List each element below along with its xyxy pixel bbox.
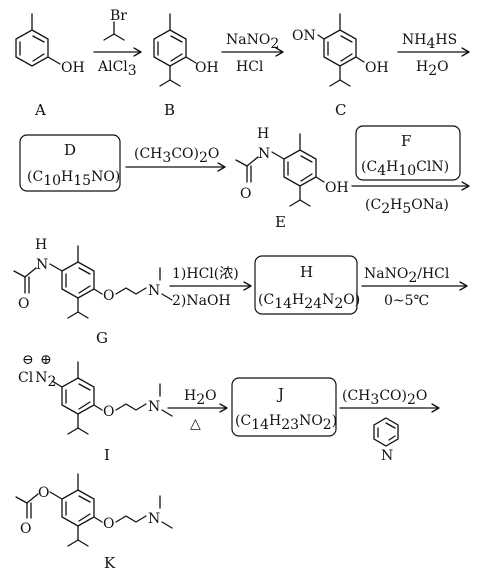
arrow-b-c: NaNO2 HCl [221, 32, 284, 75]
reagent-gh-hcl: 1)HCl(浓) [172, 266, 239, 282]
compound-i-n: N [148, 399, 160, 415]
arrow-h-i: NaNO2/HCl 0~5℃ [361, 266, 468, 309]
arrow-c-d: NH4HS H2O [397, 32, 470, 79]
reagent-ab-br: Br [110, 8, 127, 24]
compound-g-n1: N [36, 257, 48, 273]
compound-j-box: J (C14H23NO2) [231, 377, 337, 437]
compound-c-on: ON [292, 28, 316, 44]
compound-f-formula: (C4H10ClN) [361, 159, 449, 179]
pyridine-n: N [381, 448, 393, 464]
compound-g-o2: O [103, 288, 114, 304]
compound-e-label: E [275, 213, 286, 231]
compound-i-anion-charge: ⊖ [22, 352, 34, 368]
compound-a-oh: OH [61, 60, 85, 76]
reagent-de-ac2o: (CH3CO)2O [134, 146, 219, 166]
compound-g-o1: O [18, 296, 29, 312]
compound-d-box: D (C10H15NO) [19, 134, 121, 192]
compound-e-structure: H N O OH [235, 126, 349, 207]
compound-g-n2: N [148, 283, 160, 299]
compound-c-label: C [335, 101, 346, 119]
pyridine-ring [373, 417, 399, 447]
reagent-jk-ac2o: (CH3CO)2O [342, 388, 427, 408]
reagent-ij-heat: △ [190, 416, 201, 432]
reagent-gh-naoh: 2)NaOH [172, 293, 231, 309]
compound-j-formula: (C14H23NO2) [235, 413, 337, 433]
compound-c-structure: ON OH [292, 13, 389, 87]
compound-k-o-ether: O [103, 516, 114, 532]
reagent-hi-nano2-hcl: NaNO2/HCl [364, 266, 450, 286]
compound-b-label: B [164, 101, 175, 119]
compound-h-label: H [300, 263, 313, 281]
compound-e-o: O [240, 186, 251, 202]
compound-j-label: J [276, 385, 284, 403]
reagent-cd-h2o: H2O [416, 59, 449, 79]
reagent-ef-etona: (C2H5ONa) [365, 197, 449, 217]
compound-k-label: K [104, 554, 116, 572]
compound-k-o-ester: O [38, 485, 49, 501]
compound-k-o-carbonyl: O [20, 521, 31, 537]
compound-b-structure: OH [153, 13, 219, 87]
compound-d-label: D [64, 141, 76, 159]
compound-i-o: O [103, 404, 114, 420]
arrow-i-j: H2O △ [167, 388, 228, 432]
compound-d-formula: (C10H15NO) [27, 169, 120, 189]
compound-i-label: I [104, 446, 110, 464]
compound-h-formula: (C14H24N2O) [258, 292, 360, 312]
compound-c-oh: OH [365, 60, 389, 76]
compound-a-label: A [34, 101, 46, 119]
reagent-cd-nh4hs: NH4HS [402, 32, 457, 52]
reagent-ij-h2o: H2O [184, 388, 217, 408]
compound-k-n: N [148, 511, 160, 527]
arrow-g-h: 1)HCl(浓) 2)NaOH [169, 266, 252, 309]
reagent-bc-hcl: HCl [236, 59, 264, 75]
compound-g-label: G [96, 329, 108, 347]
reagent-ab-alcl3: AlCl3 [97, 59, 137, 79]
arrow-d-e: (CH3CO)2O [125, 146, 226, 172]
compound-e-oh: OH [325, 180, 349, 196]
arrow-e-g: F (C4H10ClN) (C2H5ONa) [351, 125, 470, 217]
arrow-j-k: (CH3CO)2O N [339, 388, 440, 464]
compound-a-structure: OH [15, 13, 85, 76]
compound-b-oh: OH [195, 60, 219, 76]
compound-e-n: N [258, 146, 270, 162]
compound-e-h: H [257, 126, 269, 142]
compound-g-structure: H N O O N [13, 237, 173, 319]
compound-k-structure: O O O N [15, 473, 173, 547]
compound-h-box: H (C14H24N2O) [254, 255, 360, 315]
reagent-hi-temp: 0~5℃ [384, 293, 429, 309]
compound-g-h: H [35, 237, 47, 253]
compound-f-label: F [401, 132, 411, 150]
compound-i-cation-charge: ⊕ [40, 352, 52, 368]
arrow-a-b: Br AlCl3 [93, 8, 142, 79]
reagent-bc-nano2: NaNO2 [226, 32, 279, 52]
